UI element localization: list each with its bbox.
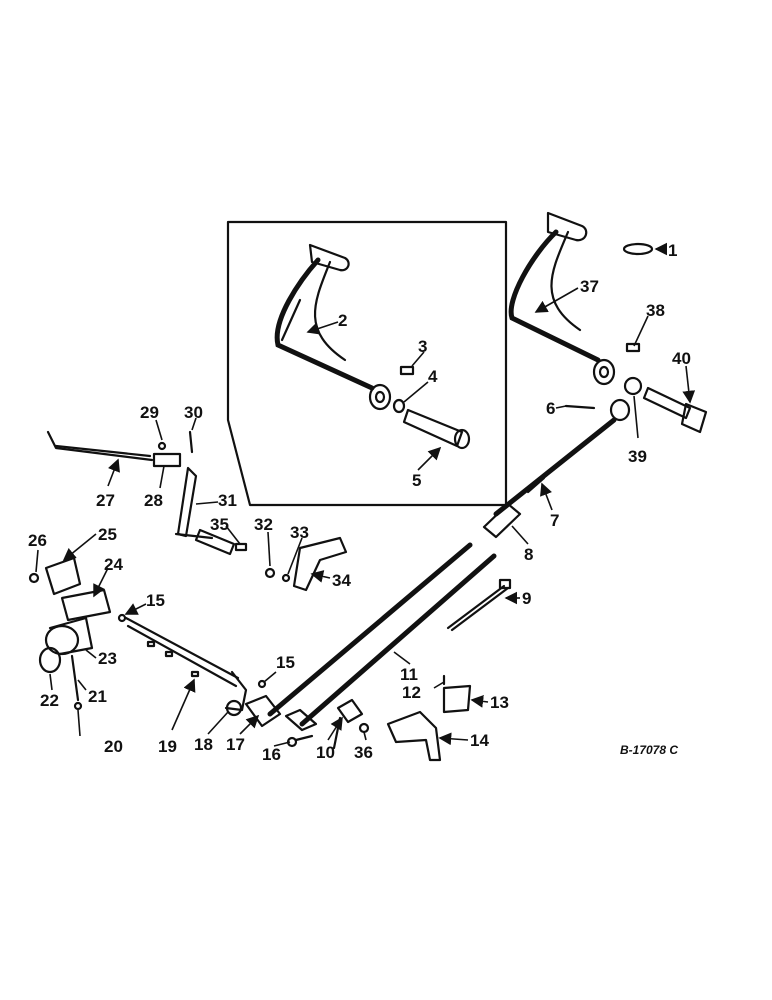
callout-10: 10 (316, 743, 335, 762)
callout-9: 9 (522, 589, 531, 608)
pin-6 (564, 404, 596, 410)
callout-18: 18 (194, 735, 213, 754)
callout-11: 11 (400, 665, 418, 684)
callout-8: 8 (524, 545, 533, 564)
clip-15a (117, 613, 127, 623)
pin-36 (358, 722, 370, 734)
callout-3: 3 (418, 337, 427, 356)
callout-2: 2 (338, 311, 347, 330)
reference-code: B-17078 C (620, 743, 678, 757)
cross-shaft-19 (124, 616, 248, 717)
bushing-35 (194, 528, 248, 556)
callout-16: 16 (262, 745, 281, 764)
callout-32: 32 (254, 515, 273, 534)
callout-27: 27 (96, 491, 115, 510)
sleeve-8 (482, 502, 522, 539)
callout-34: 34 (332, 571, 351, 590)
key-38 (625, 342, 641, 353)
inset-box (226, 220, 508, 507)
housing-23 (44, 616, 94, 656)
callout-labels: 1 2 3 4 5 6 7 8 9 10 11 12 13 14 15 15 1… (28, 241, 691, 764)
callout-5: 5 (412, 471, 421, 490)
pedal-37 (508, 211, 616, 386)
callout-4: 4 (428, 367, 438, 386)
callout-26: 26 (28, 531, 47, 550)
callout-6: 6 (546, 399, 555, 418)
bushing-39 (623, 376, 643, 396)
callout-14: 14 (470, 731, 489, 750)
seal-22 (38, 646, 62, 674)
callout-39: 39 (628, 447, 647, 466)
callout-23: 23 (98, 649, 117, 668)
clip-26 (28, 572, 40, 584)
washer-4 (392, 398, 406, 414)
callout-15b: 15 (276, 653, 295, 672)
ring-1 (622, 242, 654, 256)
key-3 (399, 365, 415, 376)
callout-17: 17 (226, 735, 245, 754)
callout-12: 12 (402, 683, 421, 702)
bracket-24 (60, 588, 112, 622)
callout-7: 7 (550, 511, 559, 530)
callout-33: 33 (290, 523, 309, 542)
rod-27 (46, 430, 154, 462)
pin-16 (286, 734, 314, 748)
lever-34 (292, 536, 348, 592)
sleeve-28 (152, 452, 182, 468)
bolt-21 (70, 654, 80, 702)
callout-40: 40 (672, 349, 691, 368)
callout-19: 19 (158, 737, 177, 756)
leader-lines (35, 242, 696, 747)
callout-15a: 15 (146, 591, 165, 610)
callout-31: 31 (218, 491, 237, 510)
rod-7 (493, 398, 631, 517)
lever-25 (44, 556, 82, 596)
callout-28: 28 (144, 491, 163, 510)
clutch-pedal-2 (274, 243, 392, 411)
callout-29: 29 (140, 403, 159, 422)
pin-29 (157, 441, 167, 451)
washer-32 (264, 567, 276, 579)
callout-30: 30 (184, 403, 203, 422)
bracket-14 (386, 710, 442, 762)
callout-13: 13 (490, 693, 509, 712)
rod-11 (244, 542, 497, 732)
callout-37: 37 (580, 277, 599, 296)
callout-20: 20 (104, 737, 123, 756)
callout-38: 38 (646, 301, 665, 320)
callout-1: 1 (668, 241, 677, 260)
callout-25: 25 (98, 525, 117, 544)
shaft-5 (402, 408, 471, 450)
bracket-13 (442, 684, 472, 714)
callout-24: 24 (104, 555, 123, 574)
pin-30 (188, 430, 194, 454)
bolt-40 (642, 386, 708, 434)
callout-22: 22 (40, 691, 59, 710)
clip-33 (281, 573, 291, 583)
rod-9 (446, 578, 512, 632)
callout-36: 36 (354, 743, 373, 762)
clip-15b (257, 679, 267, 689)
nut-20 (73, 701, 83, 711)
lever-31 (174, 466, 214, 540)
callout-35: 35 (210, 515, 229, 534)
callout-21: 21 (88, 687, 107, 706)
